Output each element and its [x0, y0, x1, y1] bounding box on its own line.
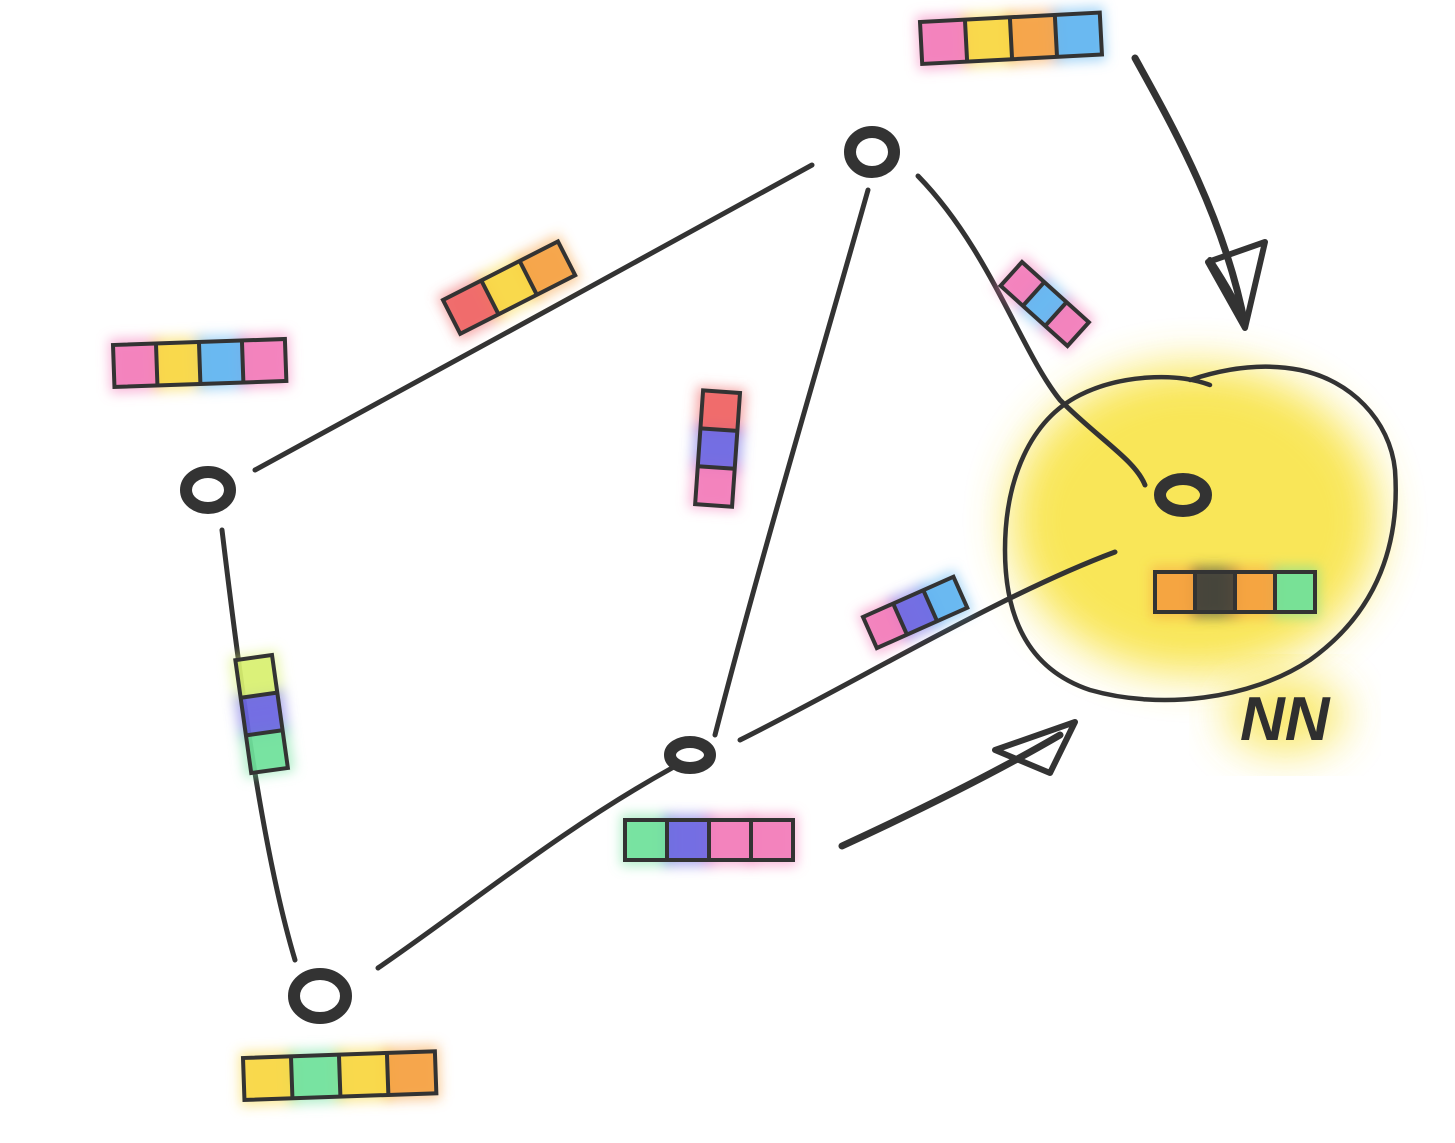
feature-vectors: [108, 6, 1319, 1107]
node-top-cell-3: [1054, 12, 1102, 57]
edge-left-bottomleft-cell-0: [235, 655, 278, 698]
node-top-cell-1: [964, 17, 1013, 62]
edge-top-bottommiddle-divider-1: [700, 426, 738, 433]
edge-left-bottomleft-divider-1: [240, 690, 278, 700]
node-bottom-middle: [664, 736, 716, 774]
target-label-nn: NN: [1240, 685, 1331, 754]
edge-top-bottommiddle-vector: [688, 386, 747, 512]
node-left-cell-1: [155, 341, 201, 386]
edge-top-target-divider-2: [1044, 301, 1068, 327]
node-bottom-left-cell-1: [290, 1054, 341, 1099]
node-top-divider-3: [1052, 14, 1059, 57]
node-target: [1154, 473, 1212, 517]
node-bottom-left-divider-1: [289, 1056, 295, 1099]
edge-left-top: [252, 162, 815, 473]
node-center-target-cell-2: [1235, 572, 1275, 612]
edge-top-bottommiddle-outline: [693, 388, 743, 509]
node-bottom-left-cell-3: [386, 1051, 437, 1095]
node-left-cell-0: [113, 343, 158, 387]
node-top-cell-0: [920, 19, 968, 64]
edge-bottommiddle-target-divider-2: [922, 589, 939, 622]
arrow-top-shaft: [1131, 54, 1249, 329]
node-bottom-middle-vector: [621, 814, 797, 866]
node-bottom-middle-cell-0: [625, 820, 667, 860]
edge-top-bottommiddle: [712, 187, 871, 738]
node-left-divider-2: [197, 341, 203, 384]
edge-left-bottomleft-cell-1: [240, 692, 283, 736]
node-bottom-middle-cell-3: [751, 820, 793, 860]
edge-top-bottommiddle-cell-2: [695, 466, 735, 507]
node-left-cell-3: [241, 338, 287, 383]
node-center-target-cell-1: [1195, 572, 1235, 612]
node-bottom-left-cell-2: [338, 1052, 389, 1097]
graph-edges: [219, 162, 1148, 971]
target-boundary-circle: [1002, 364, 1398, 703]
edge-bottommiddle-bottomleft: [375, 765, 675, 971]
node-bottom-left-divider-2: [337, 1054, 343, 1097]
node-left: [180, 466, 236, 514]
node-center-target-cell-0: [1155, 572, 1195, 612]
edge-top-bottommiddle-cell-0: [700, 390, 740, 431]
node-center-target-vector: [1151, 566, 1319, 618]
edge-bottommiddle-target-outline: [860, 574, 970, 651]
edge-top-target-vector: [993, 254, 1096, 354]
arrow-bottom-head: [992, 719, 1078, 776]
node-center-target-cell-3: [1275, 572, 1315, 612]
edge-left-top-divider-2: [518, 260, 538, 296]
arrow-top-head: [1205, 239, 1268, 331]
edge-top-target-divider-1: [1022, 281, 1045, 307]
edge-left-top-outline: [440, 238, 578, 337]
node-bottom-left-cell-0: [242, 1056, 293, 1100]
edge-bottommiddle-target: [737, 549, 1118, 743]
message-arrows: [838, 54, 1268, 850]
edge-left-top-divider-1: [480, 280, 500, 315]
edge-bottommiddle-target-divider-1: [891, 603, 909, 635]
node-bottom-left: [288, 968, 352, 1024]
node-top-divider-1: [963, 19, 970, 62]
node-top: [844, 126, 900, 178]
node-top-divider-2: [1007, 17, 1014, 60]
node-top-vector: [915, 6, 1107, 71]
node-bottom-left-divider-3: [384, 1052, 391, 1095]
edge-top-target-outline: [997, 259, 1092, 349]
graph-nodes: [180, 126, 1212, 1024]
edge-left-top-vector: [436, 234, 582, 342]
edge-left-bottomleft-cell-2: [245, 730, 288, 774]
edge-left-bottomleft-vector: [228, 650, 295, 778]
edge-left-bottomleft-divider-2: [245, 728, 283, 738]
node-left-cell-2: [198, 340, 244, 384]
edge-top-target: [915, 173, 1148, 488]
edge-top-bottommiddle-cell-1: [697, 428, 738, 469]
edge-bottommiddle-target-vector: [856, 569, 974, 656]
node-top-cell-2: [1009, 14, 1058, 60]
node-bottom-left-vector: [238, 1045, 441, 1107]
node-left-divider-1: [154, 343, 160, 386]
node-left-vector: [108, 332, 291, 394]
edge-top-bottommiddle-divider-2: [697, 464, 735, 471]
node-bottom-middle-cell-2: [709, 820, 751, 860]
edge-left-bottomleft-outline: [233, 652, 291, 776]
node-left-divider-3: [239, 340, 246, 383]
node-bottom-middle-cell-1: [667, 820, 709, 860]
arrow-bottom-shaft: [838, 731, 1064, 850]
